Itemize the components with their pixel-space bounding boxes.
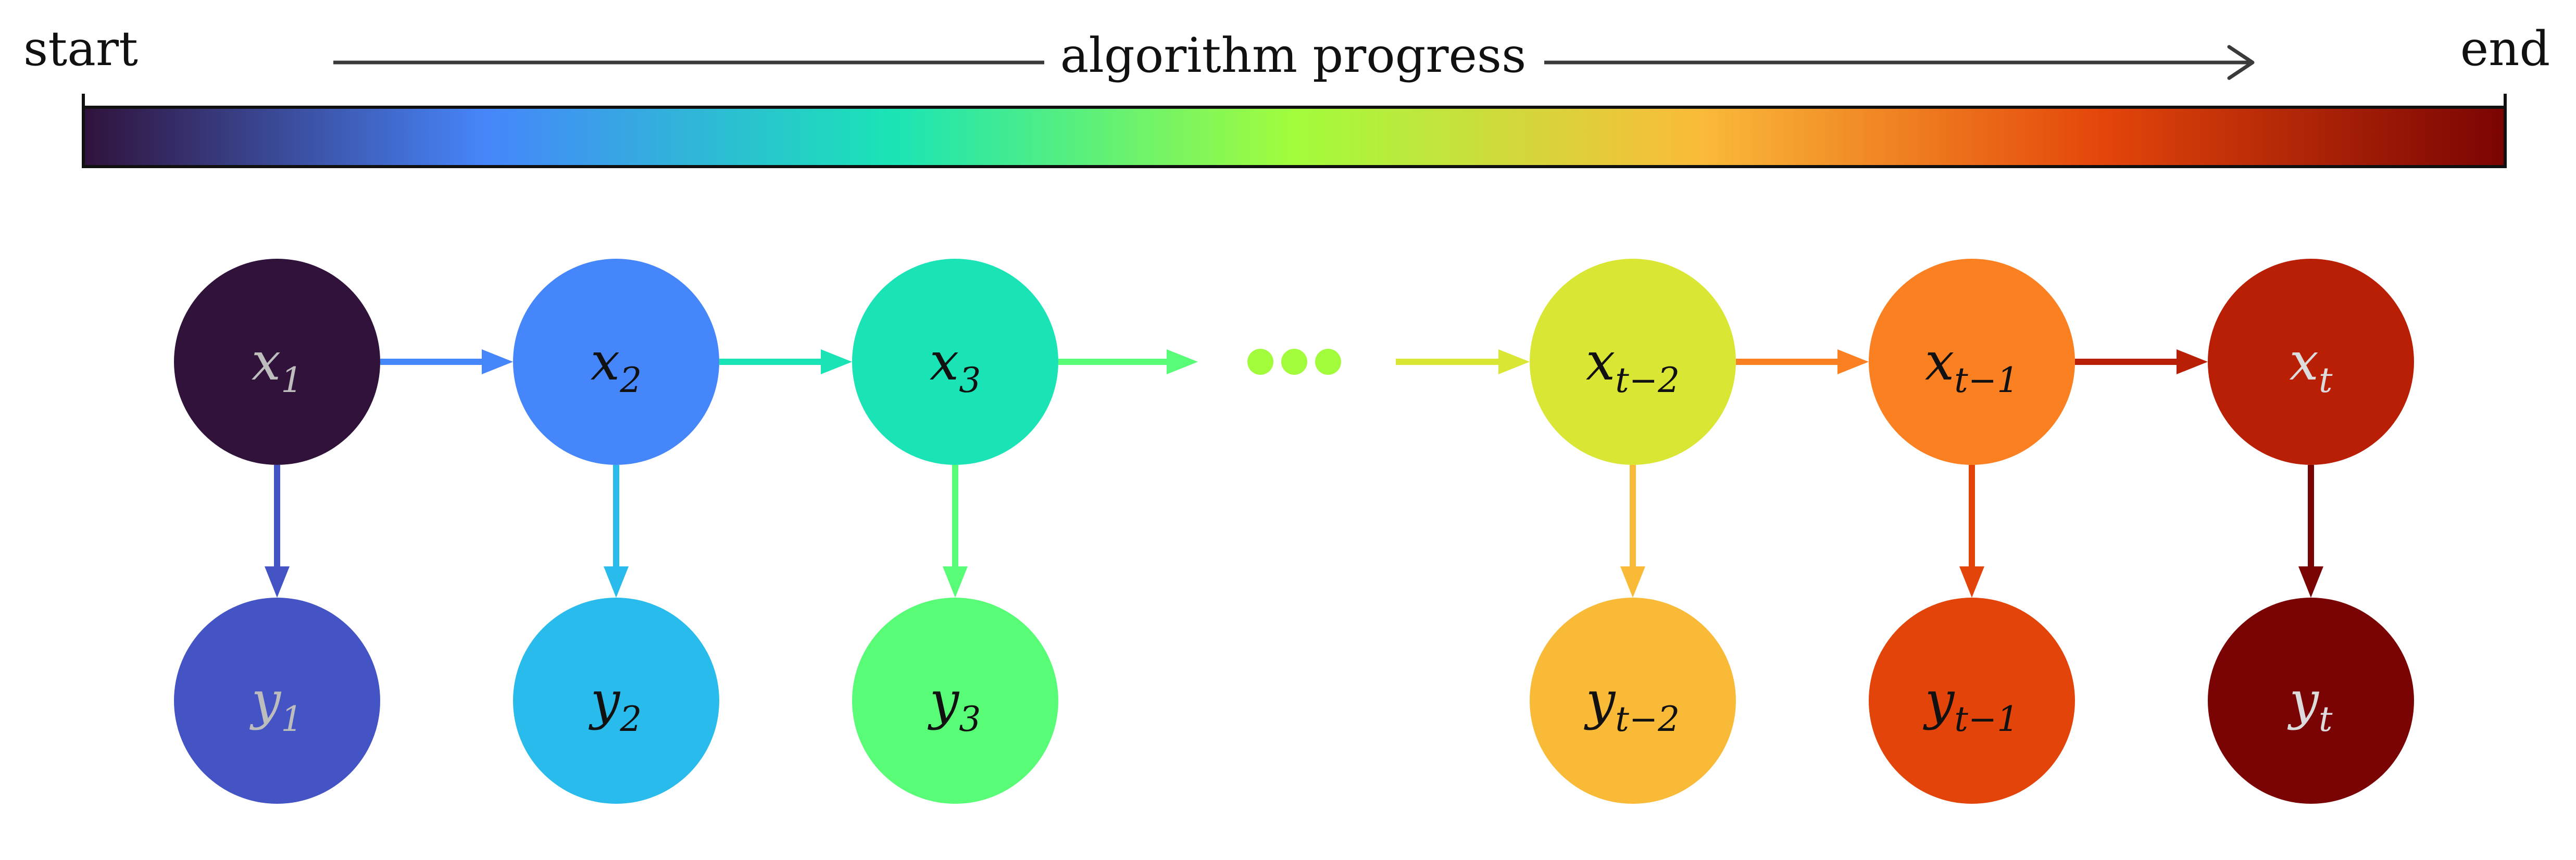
node-x-2: x2 [513, 259, 719, 465]
node-label: yt−2 [1584, 670, 1680, 739]
edge-xt-2-to-yt-2 [1620, 465, 1645, 598]
node-subscript: 1 [281, 699, 303, 739]
edge-xt-1-to-xt-head [2177, 349, 2208, 374]
edge-ellipsis-to-xt-2 [1396, 349, 1530, 374]
node-symbol: x [1586, 331, 1615, 392]
node-subscript: t−2 [1615, 360, 1680, 400]
edge-x3-to-ellipsis [1058, 349, 1198, 374]
edge-x3-to-y3-head [943, 566, 968, 598]
node-symbol: x [252, 331, 281, 392]
node-label: x2 [591, 331, 642, 400]
edge-x1-to-y1-head [265, 566, 290, 598]
node-circle [852, 259, 1058, 465]
node-circle [1869, 598, 2075, 804]
edge-x1-to-y1 [265, 465, 290, 598]
node-subscript: 3 [959, 360, 981, 400]
end-label: end [2460, 21, 2550, 77]
edge-x2-to-y2-head [604, 566, 629, 598]
node-subscript: t [2319, 360, 2333, 400]
node-y-2: y2 [513, 598, 719, 804]
node-y-t: yt [2208, 598, 2414, 804]
node-x-t: xt [2208, 259, 2414, 465]
edge-x2-to-x3 [719, 349, 852, 374]
edge-x3-to-ellipsis-head [1167, 349, 1198, 374]
node-circle [2208, 259, 2414, 465]
ellipsis-dots [1247, 349, 1341, 375]
edges-group [265, 349, 2323, 598]
ellipsis-dot-3 [1315, 349, 1341, 375]
node-subscript: t−1 [1954, 360, 2019, 400]
node-subscript: t [2319, 699, 2333, 739]
node-x-1: x1 [174, 259, 380, 465]
colorbar [82, 106, 2507, 168]
node-symbol: x [930, 331, 959, 392]
node-symbol: y [2287, 670, 2319, 731]
node-x-tminus2: xt−2 [1530, 259, 1736, 465]
node-x-tminus1: xt−1 [1869, 259, 2075, 465]
node-symbol: y [589, 670, 621, 731]
edge-x3-to-y3 [943, 465, 968, 598]
node-y-tminus2: yt−2 [1530, 598, 1736, 804]
node-subscript: t−1 [1954, 699, 2019, 739]
node-x-3: x3 [852, 259, 1058, 465]
node-label: y1 [249, 670, 303, 739]
node-y-1: y1 [174, 598, 380, 804]
node-subscript: 2 [619, 699, 642, 739]
node-circle [513, 259, 719, 465]
node-circle [852, 598, 1058, 804]
node-symbol: x [2290, 331, 2319, 392]
edge-xt-1-to-xt [2075, 349, 2208, 374]
node-label: y2 [589, 670, 642, 739]
node-circle [1530, 598, 1736, 804]
node-label: y3 [928, 670, 981, 739]
node-label: yt [2287, 670, 2333, 739]
node-circle [1530, 259, 1736, 465]
node-label: xt−1 [1925, 331, 2019, 400]
progress-arrowhead [2227, 45, 2255, 80]
edge-...-to-xt-2-head [1498, 349, 1530, 374]
edge-xt-to-yt [2298, 465, 2323, 598]
edge-x2-to-x3-head [821, 349, 852, 374]
node-symbol: y [928, 670, 960, 731]
node-symbol: x [1925, 331, 1954, 392]
node-circle [1869, 259, 2075, 465]
node-label: x3 [930, 331, 981, 400]
edge-xt-1-to-yt-1-head [1959, 566, 1984, 598]
node-circle [174, 259, 380, 465]
node-label: x1 [252, 331, 303, 400]
node-symbol: y [1923, 670, 1955, 731]
node-circle [174, 598, 380, 804]
node-label: xt−2 [1586, 331, 1680, 400]
node-subscript: 2 [619, 360, 642, 400]
node-symbol: y [249, 670, 282, 731]
node-label: xt [2290, 331, 2333, 400]
edge-x1-to-x2-head [482, 349, 513, 374]
node-symbol: x [591, 331, 620, 392]
edge-xt-2-to-xt-1-head [1837, 349, 1869, 374]
edge-xt-2-to-xt-1 [1736, 349, 1869, 374]
edge-xt-1-to-yt-1 [1959, 465, 1984, 598]
node-label: yt−1 [1923, 670, 2019, 739]
node-circle [513, 598, 719, 804]
ellipsis-dot-2 [1281, 349, 1307, 375]
node-symbol: y [1584, 670, 1616, 731]
node-y-3: y3 [852, 598, 1058, 804]
node-subscript: 3 [959, 699, 981, 739]
edge-xt-to-yt-head [2298, 566, 2323, 598]
edge-x1-to-x2 [380, 349, 513, 374]
edge-x2-to-y2 [604, 465, 629, 598]
node-circle [2208, 598, 2414, 804]
progress-label: algorithm progress [1060, 28, 1527, 83]
edge-xt-2-to-yt-2-head [1620, 566, 1645, 598]
ellipsis-dot-1 [1247, 349, 1273, 375]
node-subscript: 1 [281, 360, 303, 400]
start-label: start [23, 21, 138, 77]
node-subscript: t−2 [1615, 699, 1680, 739]
node-y-tminus1: yt−1 [1869, 598, 2075, 804]
